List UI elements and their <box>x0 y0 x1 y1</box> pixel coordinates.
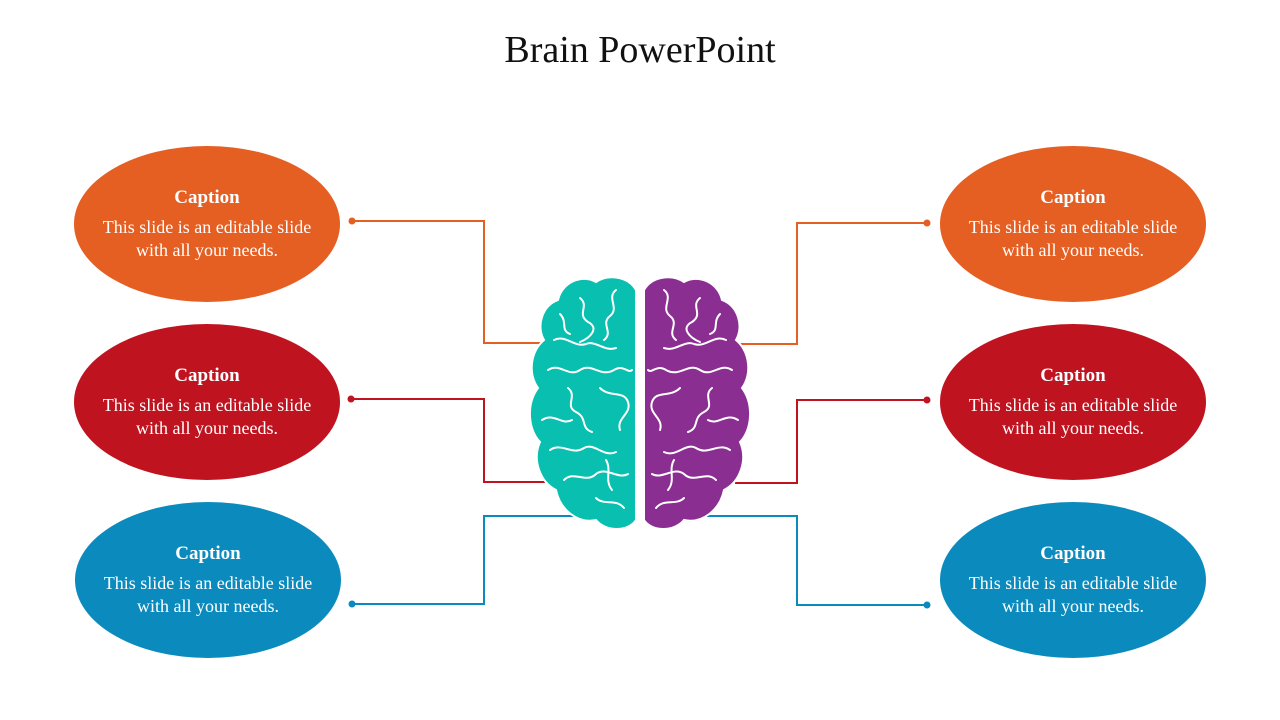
connector-right-bottom <box>697 515 931 609</box>
caption-title: Caption <box>175 543 241 564</box>
brain-left-hemisphere <box>529 276 637 530</box>
caption-text: This slide is an editable slide with all… <box>968 573 1178 616</box>
brain-left-folds <box>541 289 633 509</box>
caption-card-left-3[interactable]: Caption This slide is an editable slide … <box>75 502 341 658</box>
connector-left-top <box>348 217 545 344</box>
caption-title: Caption <box>174 187 240 208</box>
connector-right-middle <box>735 396 931 484</box>
caption-title: Caption <box>1040 187 1106 208</box>
caption-card-right-3[interactable]: Caption This slide is an editable slide … <box>940 502 1206 658</box>
connector-right-top <box>737 219 931 345</box>
caption-title: Caption <box>1040 543 1106 564</box>
brain-icon <box>529 276 751 530</box>
connector-left-bottom <box>348 515 580 608</box>
caption-title: Caption <box>174 365 240 386</box>
caption-text: This slide is an editable slide with all… <box>968 395 1178 438</box>
caption-title: Caption <box>1040 365 1106 386</box>
caption-card-left-2[interactable]: Caption This slide is an editable slide … <box>74 324 340 480</box>
caption-text: This slide is an editable slide with all… <box>102 395 312 438</box>
caption-card-left-1[interactable]: Caption This slide is an editable slide … <box>74 146 340 302</box>
connector-left-middle <box>347 395 545 483</box>
caption-card-right-1[interactable]: Caption This slide is an editable slide … <box>940 146 1206 302</box>
brain-right-folds <box>647 289 739 509</box>
brain-right-hemisphere <box>643 276 751 530</box>
caption-card-right-2[interactable]: Caption This slide is an editable slide … <box>940 324 1206 480</box>
caption-text: This slide is an editable slide with all… <box>102 217 312 260</box>
caption-text: This slide is an editable slide with all… <box>968 217 1178 260</box>
slide-title: Brain PowerPoint <box>504 29 776 71</box>
caption-text: This slide is an editable slide with all… <box>103 573 313 616</box>
